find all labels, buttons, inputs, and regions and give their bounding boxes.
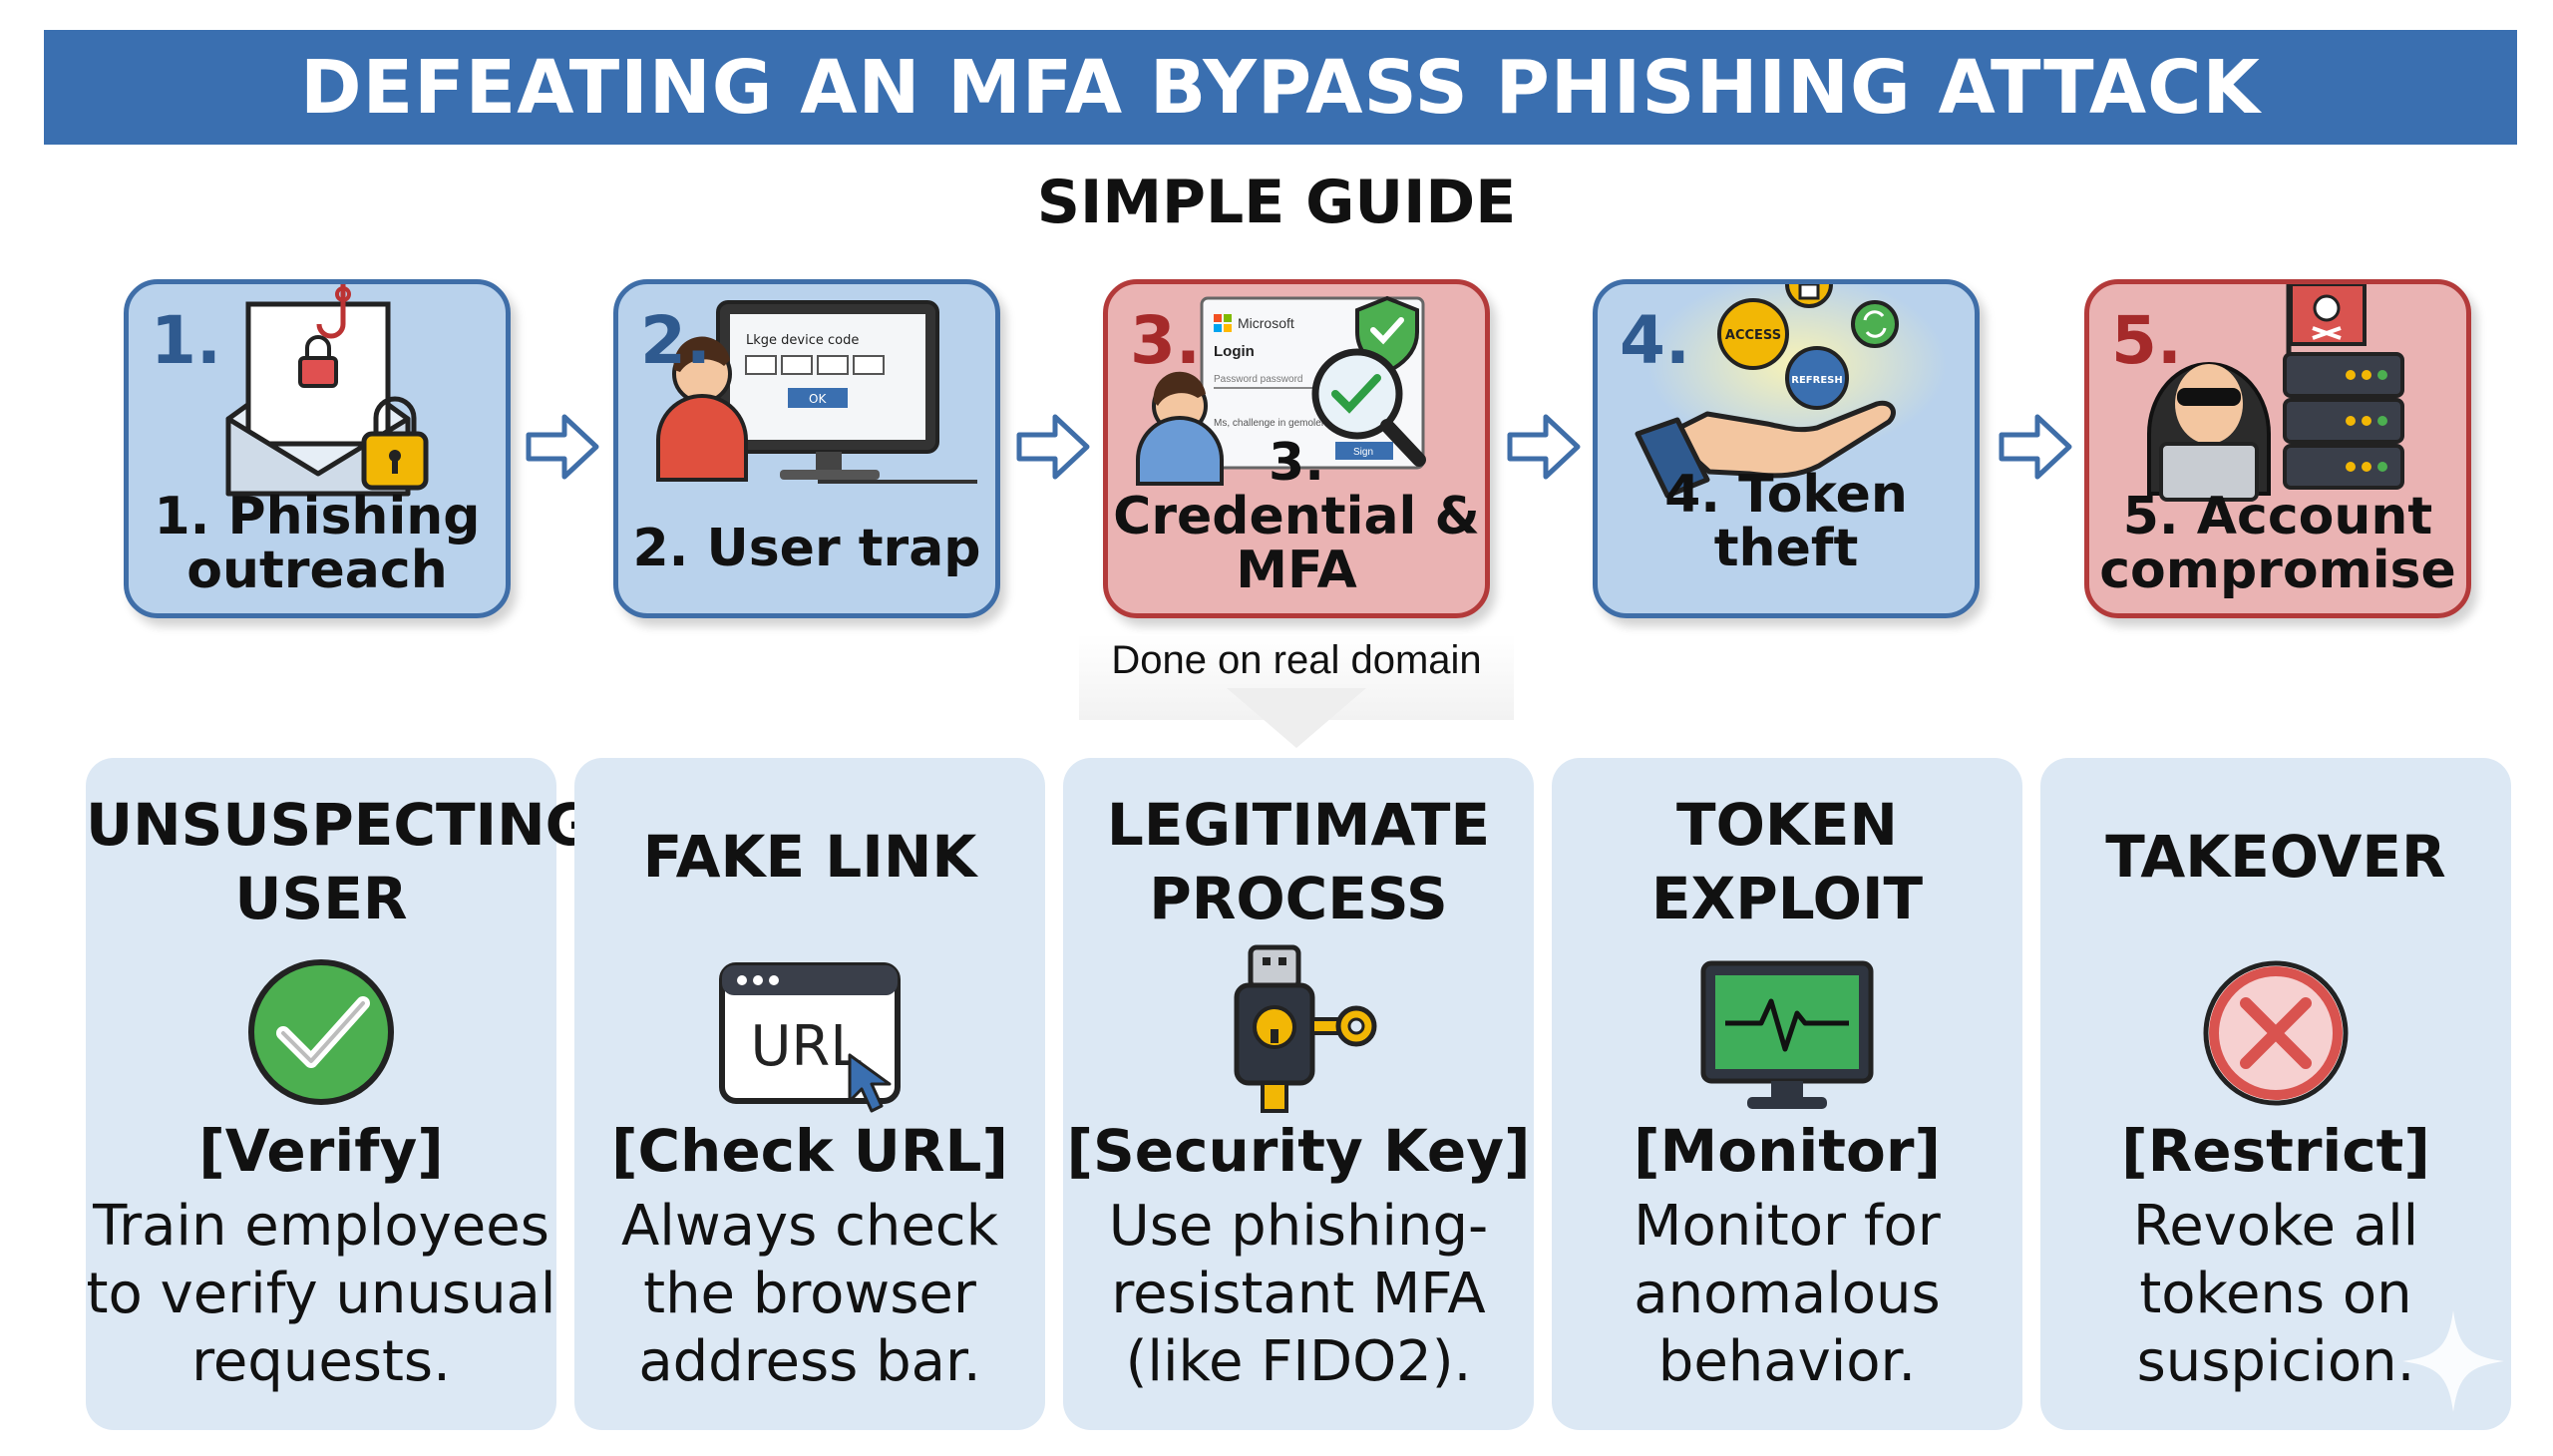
- security-key-icon: [1234, 944, 1377, 1113]
- page-title: DEFEATING AN MFA BYPASS PHISHING ATTACK: [300, 44, 2261, 131]
- subtitle: SIMPLE GUIDE: [1036, 168, 1517, 237]
- user-computer-icon: Lkge device code OK: [656, 300, 977, 484]
- arrow-right-icon: [1507, 414, 1581, 480]
- card-token-exploit: TOKEN EXPLOIT [Monitor] Monitor for anom…: [1552, 758, 2022, 1430]
- login-heading: Login: [1214, 343, 1255, 360]
- login-hint: Ms, challenge in gemolel: [1214, 418, 1323, 429]
- url-icon-text: URL: [750, 1014, 861, 1079]
- access-token-label: ACCESS: [1725, 328, 1781, 343]
- step-label: 4. Token theft: [1664, 465, 1908, 578]
- card-tag: [Security Key]: [1066, 1117, 1531, 1185]
- card-tag: [Monitor]: [1634, 1117, 1941, 1185]
- card-text: Always check the browser address bar.: [620, 1194, 999, 1394]
- device-code-ok: OK: [809, 392, 827, 406]
- login-verify-icon: Microsoft Login Password password Ms, ch…: [1136, 295, 1426, 486]
- step-5-box: 5. 5. Account compromise: [2084, 279, 2471, 618]
- step-label: 5. Account compromise: [2099, 487, 2456, 600]
- card-title: TAKEOVER: [2105, 823, 2446, 891]
- note-pointer: [1227, 688, 1366, 748]
- step-number: 3.: [1130, 302, 1201, 379]
- sparkle-icon: [2402, 1310, 2504, 1412]
- card-unsuspecting-user: UNSUSPECTING USER [Verify] Train employe…: [86, 758, 593, 1430]
- step-label: 1. Phishing outreach: [154, 487, 481, 600]
- step-number: 4.: [1620, 302, 1690, 379]
- refresh-token-label: REFRESH: [1791, 375, 1842, 386]
- card-tag: [Check URL]: [610, 1117, 1009, 1185]
- step-3-box: Microsoft Login Password password Ms, ch…: [1103, 279, 1490, 618]
- step-1-box: 1. 1. Phishing outreach: [124, 279, 511, 618]
- card-title: FAKE LINK: [642, 823, 977, 891]
- card-text: Train employees to verify unusual reques…: [86, 1194, 556, 1394]
- card-title: UNSUSPECTING USER: [86, 791, 593, 932]
- card-text: Revoke all tokens on suspicion.: [2132, 1194, 2419, 1394]
- step-number: 2.: [640, 302, 711, 379]
- restrict-x-icon: [2203, 960, 2349, 1106]
- card-takeover: TAKEOVER [Restrict] Revoke all tokens on…: [2040, 758, 2511, 1430]
- card-text: Monitor for anomalous behavior.: [1634, 1194, 1941, 1394]
- checkmark-icon: [248, 959, 394, 1105]
- phishing-email-icon: [225, 284, 429, 497]
- arrow-right-icon: [526, 414, 599, 480]
- hacker-server-icon: [2147, 284, 2404, 502]
- login-sign-button: Sign: [1353, 447, 1373, 458]
- step-4-box: ACCESS REFRESH 4. 4. Token theft: [1593, 279, 1980, 618]
- login-password-field: Password password: [1214, 374, 1302, 385]
- step-number: 5.: [2111, 302, 2182, 379]
- step-label: 3. Credential & MFA: [1113, 433, 1480, 600]
- arrow-right-icon: [1999, 414, 2072, 480]
- card-title: LEGITIMATE PROCESS: [1106, 791, 1491, 932]
- note-text: Done on real domain: [1111, 638, 1482, 682]
- device-code-title: Lkge device code: [746, 333, 859, 348]
- card-title: TOKEN EXPLOIT: [1650, 791, 1924, 932]
- card-tag: [Restrict]: [2121, 1117, 2430, 1185]
- url-browser-icon: URL: [719, 962, 901, 1113]
- monitor-pulse-icon: [1700, 960, 1874, 1109]
- card-fake-link: FAKE LINK URL [Check URL] Always check t…: [574, 758, 1045, 1430]
- card-text: Use phishing-resistant MFA (like FIDO2).: [1108, 1194, 1489, 1394]
- step-2-box: Lkge device code OK 2. 2. User trap: [613, 279, 1000, 618]
- token-hand-icon: ACCESS REFRESH: [1635, 284, 1947, 499]
- title-banner: DEFEATING AN MFA BYPASS PHISHING ATTACK: [44, 30, 2517, 145]
- arrow-right-icon: [1016, 414, 1090, 480]
- step-label: 2. User trap: [632, 519, 981, 578]
- step-number: 1.: [151, 302, 221, 379]
- card-legitimate-process: LEGITIMATE PROCESS [Security Key] Use ph…: [1063, 758, 1534, 1430]
- card-tag: [Verify]: [198, 1117, 444, 1185]
- login-brand: Microsoft: [1238, 315, 1294, 331]
